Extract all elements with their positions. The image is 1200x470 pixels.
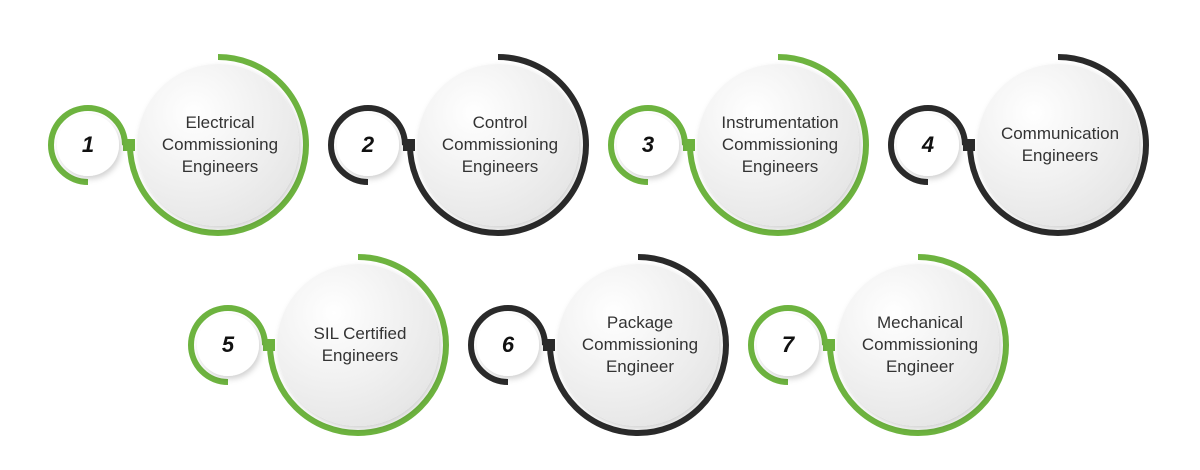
step-title: Control Commissioning Engineers (441, 113, 559, 176)
big-circle (137, 64, 299, 226)
small-circle (57, 114, 119, 176)
step-title: Package Commissioning Engineer (581, 313, 699, 376)
step-number: 2 (361, 132, 375, 157)
step-title: Instrumentation Commissioning Engineers (721, 113, 839, 176)
big-circle-ring (127, 54, 309, 236)
small-circle-ring (608, 105, 688, 185)
big-circle (277, 264, 439, 426)
big-circle (417, 64, 579, 226)
small-circle-ring (888, 105, 968, 185)
big-circle-ring (687, 54, 869, 236)
small-circle (197, 314, 259, 376)
small-circle (897, 114, 959, 176)
big-circle (697, 64, 859, 226)
small-circle-ring (328, 105, 408, 185)
step-title: Communication Engineers (1000, 124, 1120, 165)
step-number: 6 (501, 332, 515, 357)
big-circle-ring (547, 254, 729, 436)
step-title: Mechanical Commissioning Engineer (861, 313, 979, 376)
big-circle (977, 64, 1139, 226)
step-number: 5 (221, 332, 235, 357)
small-circle (617, 114, 679, 176)
big-circle (837, 264, 999, 426)
big-circle-ring (407, 54, 589, 236)
small-circle-ring (748, 305, 828, 385)
small-circle (757, 314, 819, 376)
step-title: Electrical Commissioning Engineers (161, 113, 279, 176)
small-circle (337, 114, 399, 176)
big-circle (557, 264, 719, 426)
step-number: 1 (81, 132, 95, 157)
step-number: 7 (781, 332, 795, 357)
small-circle (477, 314, 539, 376)
step-number: 4 (921, 132, 935, 157)
step-title: SIL Certified Engineers (313, 324, 407, 365)
big-circle-ring (967, 54, 1149, 236)
small-circle-ring (468, 305, 548, 385)
small-circle-ring (188, 305, 268, 385)
big-circle-ring (267, 254, 449, 436)
step-number: 3 (641, 132, 655, 157)
small-circle-ring (48, 105, 128, 185)
big-circle-ring (827, 254, 1009, 436)
